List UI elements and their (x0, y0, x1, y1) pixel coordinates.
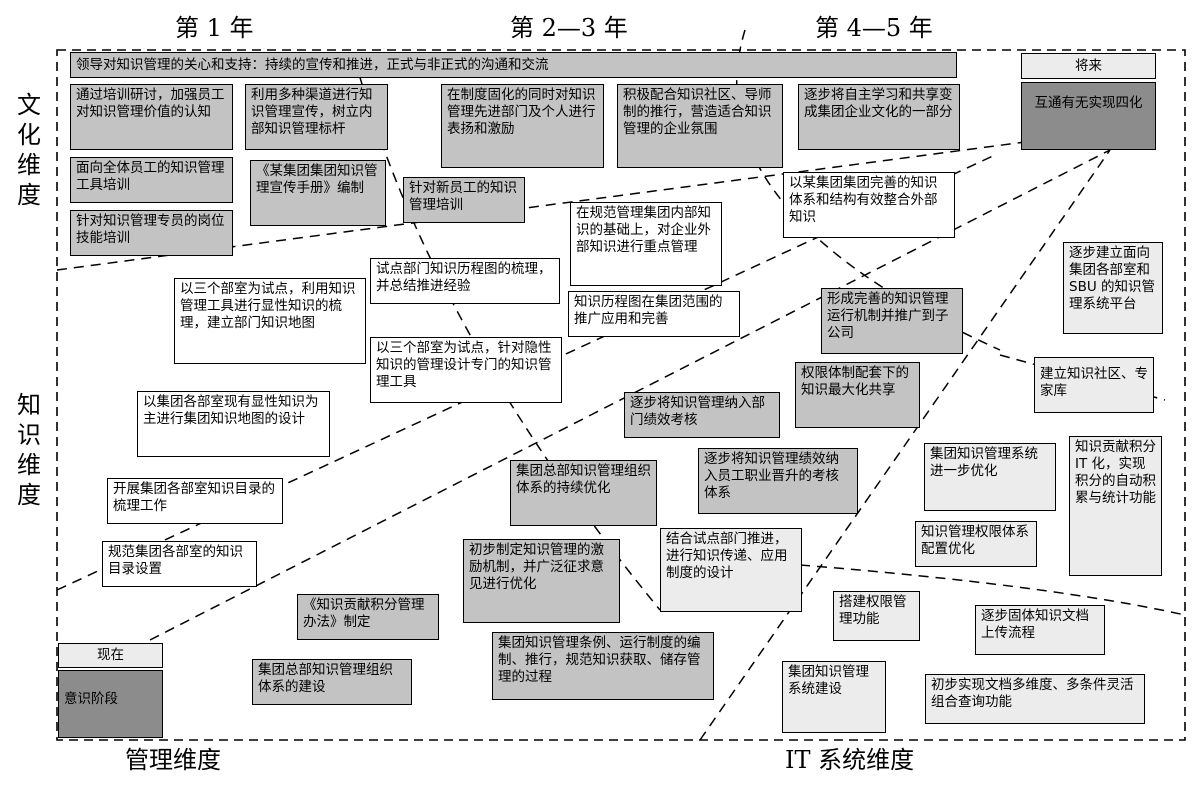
culture-box-incentive: 在制度固化的同时对知识管理先进部门及个人进行表扬和激励 (441, 84, 604, 168)
it-curve (799, 564, 1186, 616)
mgmt-box-transfer-design: 结合试点部门推进，进行知识传递、应用制度的设计 (660, 528, 802, 612)
knowledge-box-map-design: 以集团各部室现有显性知识为主进行集团知识地图的设计 (137, 391, 330, 457)
knowledge-dimension-label: 知识维度 (17, 391, 41, 509)
knowledge-box-knowledge-map-pilot: 以三个部室为试点，利用知识管理工具进行显性知识的梳理，建立部门知识地图 (174, 278, 366, 364)
it-boundary (699, 149, 1111, 741)
culture-box-community: 积极配合知识社区、导师制的推行，营造适合知识管理的企业氛围 (617, 84, 783, 168)
it-box-permission-function: 搭建权限管理功能 (833, 591, 920, 641)
it-box-permission-optimize: 知识管理权限体系配置优化 (915, 521, 1037, 567)
culture-box-training: 通过培训研讨，加强员工对知识管理价值的认知 (70, 84, 233, 150)
mgmt-box-org-optimize: 集团总部知识管理组织体系的持续优化 (510, 460, 657, 526)
year1-separator (354, 59, 661, 611)
mgmt-box-regulations: 集团知识管理条例、运行制度的编制、推行，规范知识获取、储存管理的过程 (492, 632, 714, 700)
mgmt-box-career-kpi: 逐步将知识管理绩效纳入员工职业晋升的考核体系 (698, 448, 858, 514)
it-box-points-it: 知识贡献积分 IT 化，实现积分的自动积累与统计功能 (1069, 436, 1162, 576)
culture-box-tool-training: 面向全体员工的知识管理工具培训 (70, 157, 233, 203)
mgmt-box-permission-sharing: 权限体制配套下的知识最大化共享 (795, 362, 920, 428)
it-box-upload-flow: 逐步固体知识文档上传流程 (975, 605, 1105, 655)
culture-box-specialist-training: 针对知识管理专员的岗位技能培训 (70, 210, 233, 256)
mgmt-box-points-policy: 《知识贡献积分管理办法》制定 (297, 594, 439, 640)
year-1-header: 第 1 年 (175, 14, 254, 42)
mgmt-box-incentive: 初步制定知识管理的激励机制，并广泛征求意见进行优化 (463, 539, 620, 623)
culture-box-handbook: 《某集团集团知识管理宣传手册》编制 (250, 160, 386, 226)
knowledge-box-catalog-settings: 规范集团各部室的知识目录设置 (102, 541, 257, 587)
it-box-community: 建立知识社区、专家库 (1034, 357, 1154, 413)
future-label: 将来 (1021, 53, 1156, 79)
culture-box-new-staff-training: 针对新员工的知识管理培训 (403, 177, 525, 223)
year-4-5-header: 第 4—5 年 (815, 14, 933, 42)
now-stage-box: 意识阶段 (58, 670, 163, 738)
mgmt-box-org-build: 集团总部知识管理组织体系的建设 (252, 659, 412, 705)
knowledge-box-external: 以某集团集团完善的知识体系和结构有效整合外部知识 (783, 172, 955, 238)
outer-frame (56, 49, 1186, 741)
year-2-3-header: 第 2—3 年 (510, 14, 628, 42)
it-box-system-build: 集团知识管理系统建设 (782, 661, 886, 733)
now-label: 现在 (58, 643, 163, 668)
mgmt-box-mechanism: 形成完善的知识管理运行机制并推广到子公司 (821, 288, 963, 354)
knowledge-box-catalog-sorting: 开展集团各部室知识目录的梳理工作 (107, 478, 283, 524)
knowledge-box-history-rollout: 知识历程图在集团范围的推广应用和完善 (568, 291, 740, 337)
mgmt-box-dept-kpi: 逐步将知识管理纳入部门绩效考核 (624, 392, 780, 438)
management-dimension-label: 管理维度 (125, 746, 221, 774)
culture-boundary (56, 139, 1041, 271)
future-stage-box: 互通有无实现四化 (1021, 82, 1156, 150)
knowledge-box-internal-base: 在规范管理集团内部知识的基础上，对企业外部知识进行重点管理 (570, 202, 722, 286)
culture-box-self-learning: 逐步将自主学习和共享变成集团企业文化的一部分 (798, 84, 960, 150)
knowledge-box-history-pilot: 试点部门知识历程图的梳理，并总结推进经验 (370, 258, 560, 304)
culture-dimension-label: 文化维度 (17, 91, 41, 209)
diagonal-now-future (149, 149, 1111, 641)
it-dimension-label: IT 系统维度 (785, 746, 915, 774)
leadership-support-banner: 领导对知识管理的关心和支持：持续的宣传和推进，正式与非正式的沟通和交流 (70, 52, 957, 78)
it-box-system-optimize: 集团知识管理系统进一步优化 (924, 443, 1056, 511)
knowledge-box-tacit-tools: 以三个部室为试点，针对隐性知识的管理设计专门的知识管理工具 (370, 337, 562, 403)
culture-box-promotion: 利用多种渠道进行知识管理宣传，树立内部知识管理标杆 (245, 84, 388, 150)
it-box-multi-query: 初步实现文档多维度、多条件灵活组合查询功能 (925, 674, 1145, 724)
it-box-system-platform: 逐步建立面向集团各部室和SBU 的知识管理系统平台 (1063, 242, 1163, 334)
